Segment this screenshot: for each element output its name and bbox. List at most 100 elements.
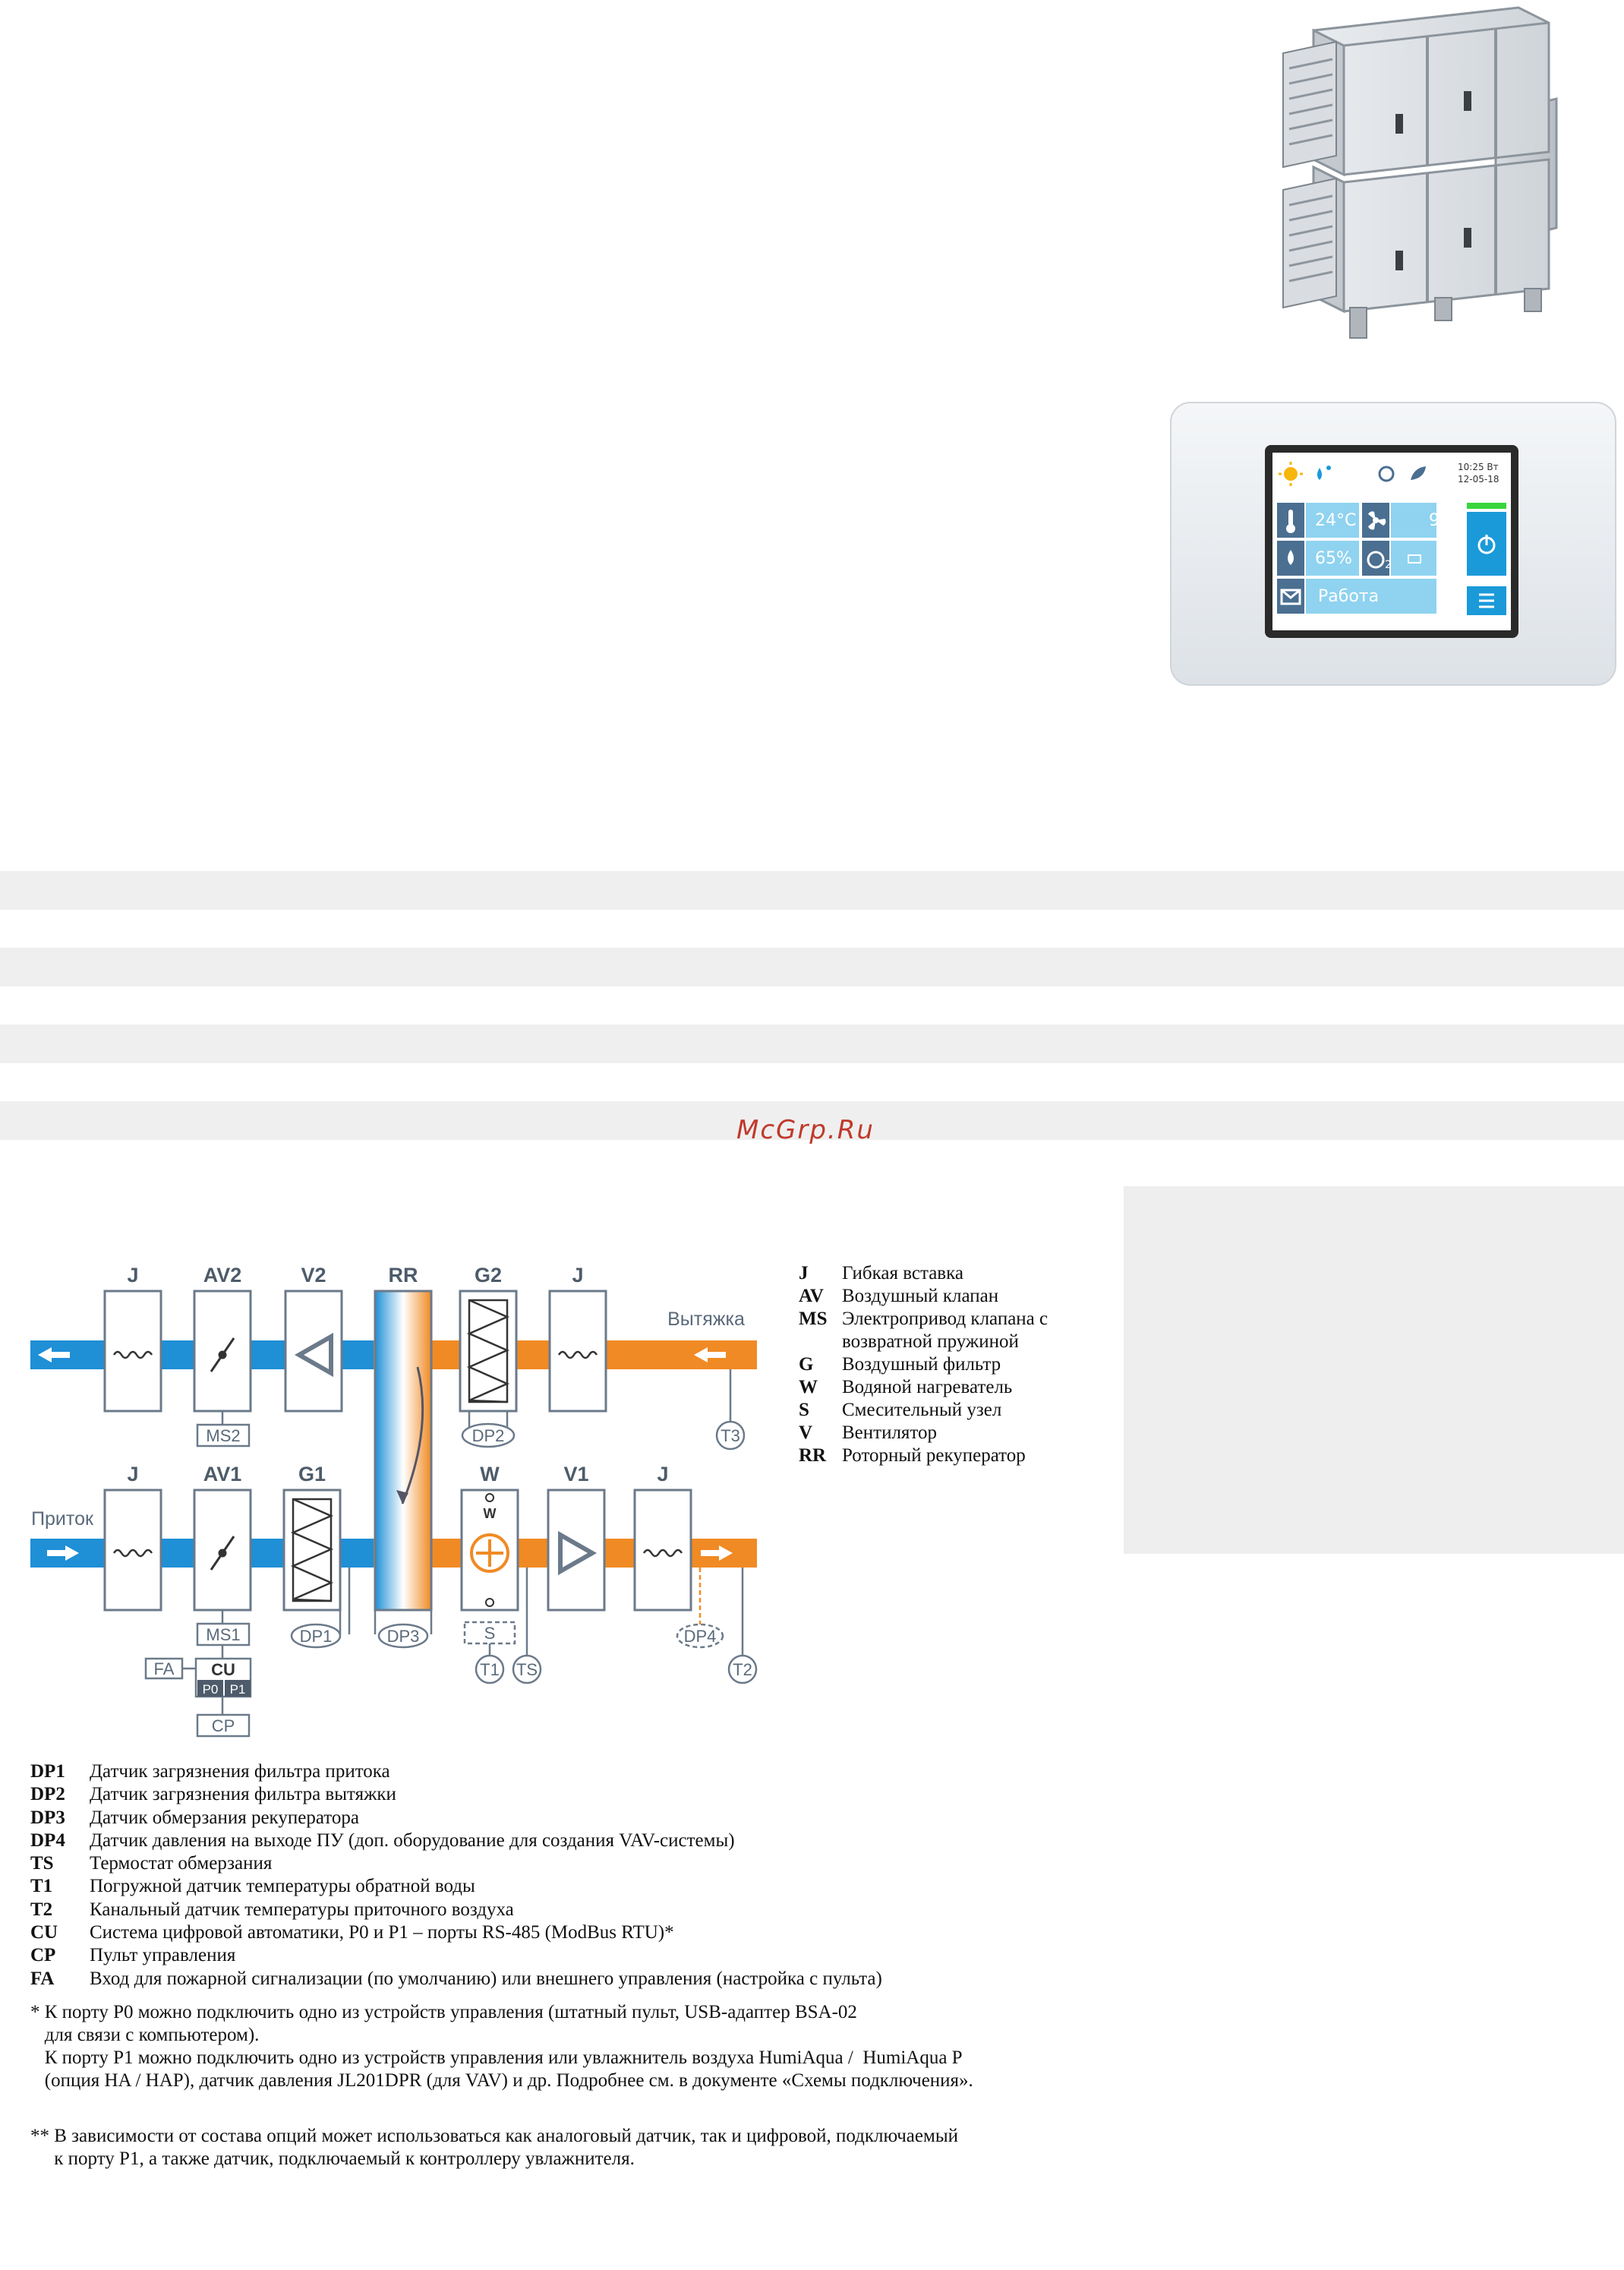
rotor-arrow [401, 1366, 424, 1504]
sensor-legend-key: TS [30, 1853, 54, 1874]
label-v1: V1 [563, 1463, 588, 1485]
label-s: S [484, 1624, 496, 1643]
table-band-3 [0, 1024, 1624, 1063]
panel-timer-count: 2 [1385, 559, 1392, 571]
component-legend-text: Воздушный фильтр [842, 1354, 1001, 1375]
control-panel-housing [1170, 402, 1616, 686]
panel-temperature: 24°C [1315, 511, 1357, 530]
sensor-legend-text: Вход для пожарной сигнализации (по умолч… [90, 1968, 882, 1989]
panel-status: Работа [1318, 587, 1380, 606]
component-legend-row: G Воздушный фильтр [799, 1353, 1100, 1376]
filter-zigzags [290, 1299, 510, 1602]
label-g1: G1 [298, 1463, 326, 1485]
label-t1: T1 [480, 1660, 500, 1679]
label-cp: CP [212, 1716, 235, 1735]
component-legend-key: J [799, 1263, 809, 1283]
sensor-legend-row: DP2 Датчик загрязнения фильтра вытяжки [30, 1783, 882, 1806]
sensor-legend-key: DP4 [30, 1830, 65, 1851]
label-av1: AV1 [203, 1463, 242, 1485]
label-ms2: MS2 [206, 1426, 240, 1445]
component-legend-key: S [799, 1400, 809, 1420]
panel-fan-speed: 9 [1429, 511, 1440, 530]
panel-date: 12-05-18 [1458, 474, 1499, 485]
sensor-legend-text: Канальный датчик температуры приточного … [90, 1899, 514, 1920]
label-dp1: DP1 [300, 1627, 333, 1646]
flex-insert-springs [112, 1350, 683, 1558]
component-legend-key: AV [799, 1286, 824, 1306]
component-legend-text: Смесительный узел [842, 1400, 1002, 1420]
sensor-legend-text: Система цифровой автоматики, P0 и P1 – п… [90, 1922, 674, 1943]
sensor-legend-row: T1 Погружной датчик температуры обратной … [30, 1875, 882, 1898]
label-p0: P0 [203, 1682, 219, 1697]
component-legend-row: V Вентилятор [799, 1422, 1100, 1444]
ahu-schematic: W J AV2 V2 RR G2 J J AV1 G1 W V1 J Вытяж… [30, 1264, 758, 1738]
sensor-legend-text: Пульт управления [90, 1945, 236, 1966]
label-dp3: DP3 [387, 1627, 420, 1646]
panel-time: 10:25 Вт [1458, 462, 1499, 472]
sensor-legend-text: Датчик загрязнения фильтра вытяжки [90, 1784, 396, 1805]
heater-letter: W [484, 1506, 497, 1521]
sensor-legend-key: FA [30, 1968, 55, 1989]
label-cu: CU [211, 1660, 235, 1679]
component-legend-row: J Гибкая вставка [799, 1262, 1100, 1285]
sensor-legend-row: T2 Канальный датчик температуры приточног… [30, 1899, 882, 1921]
table-band-1 [0, 871, 1624, 910]
sensor-legend-text: Термостат обмерзания [90, 1853, 273, 1874]
label-fa: FA [154, 1659, 175, 1678]
sensor-legend-row: CP Пульт управления [30, 1944, 882, 1967]
sensor-legend-row: DP4 Датчик давления на выходе ПУ (доп. об… [30, 1830, 882, 1852]
component-legend-key: MS [799, 1309, 828, 1329]
label-t2: T2 [733, 1660, 752, 1679]
label-top-j-right: J [572, 1264, 583, 1287]
panel-humidity: 65% [1315, 549, 1352, 568]
bottom-v1-box [547, 1489, 606, 1612]
component-legend-text: Воздушный клапан [842, 1286, 999, 1306]
label-dp2: DP2 [472, 1426, 505, 1445]
footnote-sensor: ** В зависимости от состава опций может … [30, 2126, 958, 2169]
sensor-legend-row: CU Система цифровой автоматики, P0 и P1 –… [30, 1921, 882, 1944]
sensor-legend-key: DP1 [30, 1761, 65, 1782]
label-bottom-j-left: J [127, 1463, 138, 1485]
sensor-legend-key: CU [30, 1922, 58, 1943]
air-handling-unit-illustration [1282, 6, 1558, 339]
label-w: W [480, 1463, 500, 1485]
component-legend-key: W [799, 1377, 818, 1397]
label-g2: G2 [475, 1264, 502, 1287]
sensor-legend-row: TS Термостат обмерзания [30, 1852, 882, 1875]
component-legend-text: Электропривод клапана с возвратной пружи… [842, 1309, 1049, 1352]
sensor-legend-key: T2 [30, 1899, 53, 1920]
component-legend-key: V [799, 1422, 813, 1443]
sensor-legend-key: T1 [30, 1876, 53, 1897]
sensor-legend-text: Датчик давления на выходе ПУ (доп. обору… [90, 1830, 735, 1851]
footnote-ports: * К порту P0 можно подключить одно из ус… [30, 2002, 973, 2091]
component-legend-text: Вентилятор [842, 1422, 938, 1443]
sensor-legend-key: CP [30, 1945, 56, 1966]
component-legend-text: Гибкая вставка [842, 1263, 963, 1283]
component-legend-key: G [799, 1354, 814, 1375]
flow-label-supply: Приток [31, 1508, 94, 1530]
sensor-legend-key: DP2 [30, 1784, 65, 1805]
sensor-legend-text: Датчик обмерзания рекуператора [90, 1807, 359, 1828]
sensor-legend-text: Погружной датчик температуры обратной во… [90, 1876, 475, 1897]
label-av2: AV2 [203, 1264, 242, 1287]
flow-label-exhaust: Вытяжка [667, 1309, 745, 1330]
label-ms1: MS1 [206, 1625, 240, 1644]
label-bottom-j-right: J [657, 1463, 668, 1485]
table-band-4 [0, 1101, 1624, 1140]
component-legend-row: S Смесительный узел [799, 1399, 1100, 1422]
component-legend-row: MS Электропривод клапана с возвратной пру… [799, 1308, 1100, 1353]
label-t3: T3 [721, 1426, 740, 1445]
label-p1: P1 [230, 1682, 246, 1697]
label-v2: V2 [301, 1264, 326, 1287]
table-band-2 [0, 948, 1624, 987]
rotary-recuperator [374, 1290, 433, 1612]
label-dp4: DP4 [684, 1627, 717, 1646]
sensor-legend-row: FA Вход для пожарной сигнализации (по умо… [30, 1968, 882, 1991]
watermark-text: McGrp.Ru [736, 1115, 875, 1145]
label-ts: TS [516, 1660, 538, 1679]
